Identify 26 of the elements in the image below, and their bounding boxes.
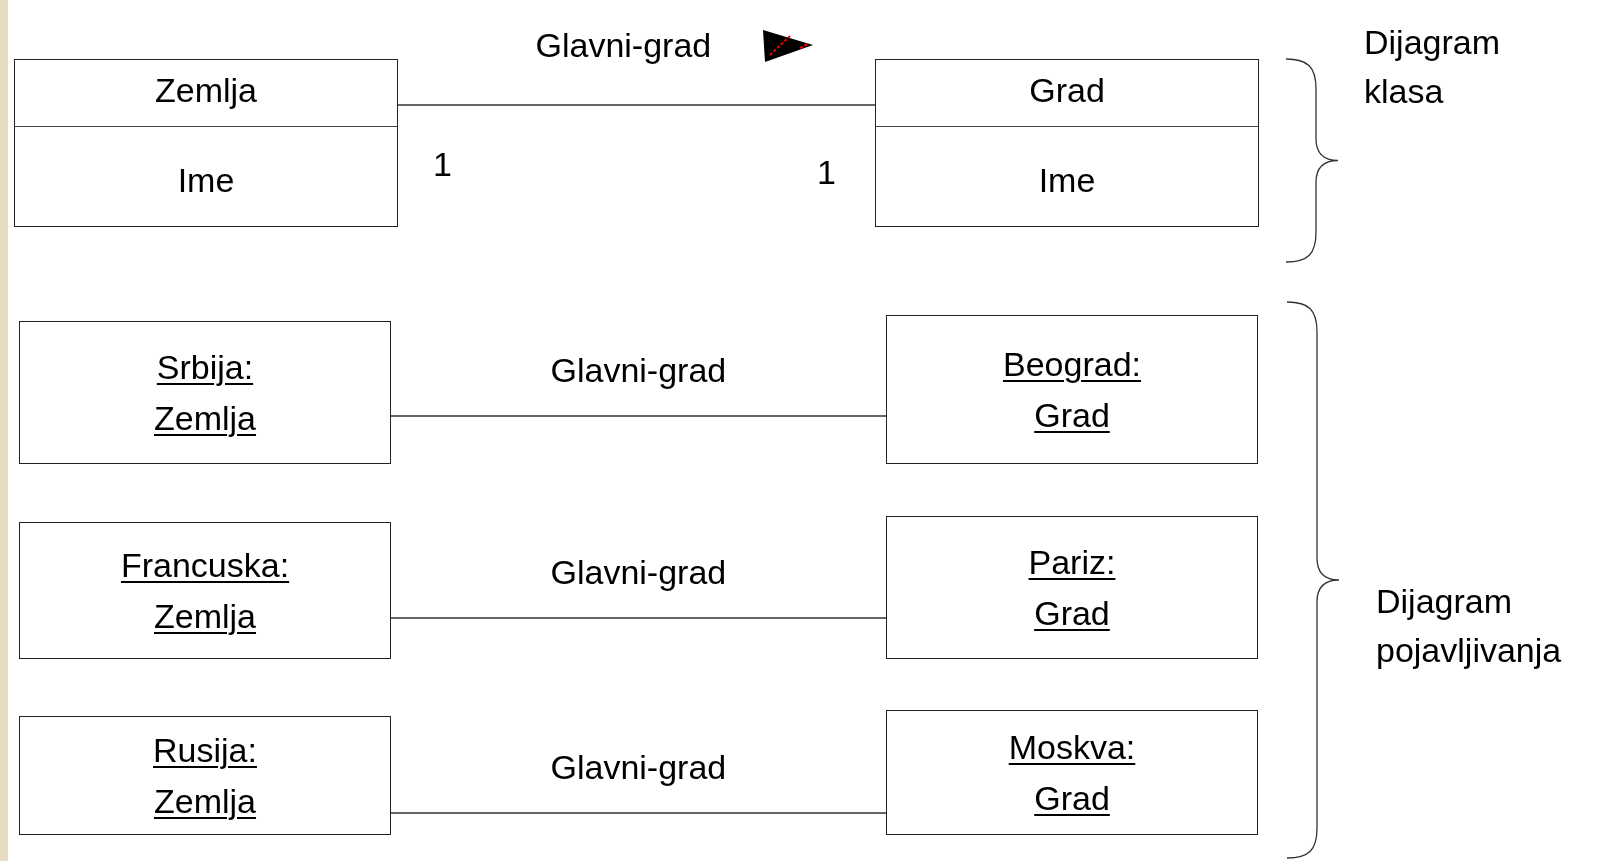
association-line bbox=[390, 617, 887, 619]
object-box bbox=[19, 321, 391, 464]
object-box bbox=[19, 716, 391, 835]
class-box bbox=[875, 59, 1259, 227]
multiplicity: 1 bbox=[817, 152, 836, 193]
association-line bbox=[390, 812, 887, 814]
object-name: Rusija: Zemlja bbox=[153, 729, 257, 822]
association-line bbox=[390, 415, 887, 417]
attribute-name: Ime bbox=[176, 160, 236, 201]
object-box bbox=[886, 710, 1258, 835]
brace-label: Dijagram pojavljivanja bbox=[1376, 581, 1562, 672]
association-line bbox=[397, 104, 876, 106]
object-name: Francuska: Zemlja bbox=[120, 544, 290, 637]
object-name: Moskva: Grad bbox=[1008, 726, 1136, 819]
object-name: Srbija: Zemlja bbox=[154, 346, 256, 439]
class-name: Zemlja bbox=[154, 70, 258, 111]
object-box bbox=[886, 516, 1258, 659]
class-name: Grad bbox=[1028, 70, 1106, 111]
class-box bbox=[14, 59, 398, 227]
brace-label: Dijagram klasa bbox=[1364, 22, 1501, 113]
object-name: Beograd: Grad bbox=[1003, 343, 1141, 436]
object-box bbox=[19, 522, 391, 659]
attribute-name: Ime bbox=[1037, 160, 1097, 201]
object-name: Pariz: Grad bbox=[1028, 541, 1116, 634]
multiplicity: 1 bbox=[433, 144, 452, 185]
object-box bbox=[886, 315, 1258, 464]
